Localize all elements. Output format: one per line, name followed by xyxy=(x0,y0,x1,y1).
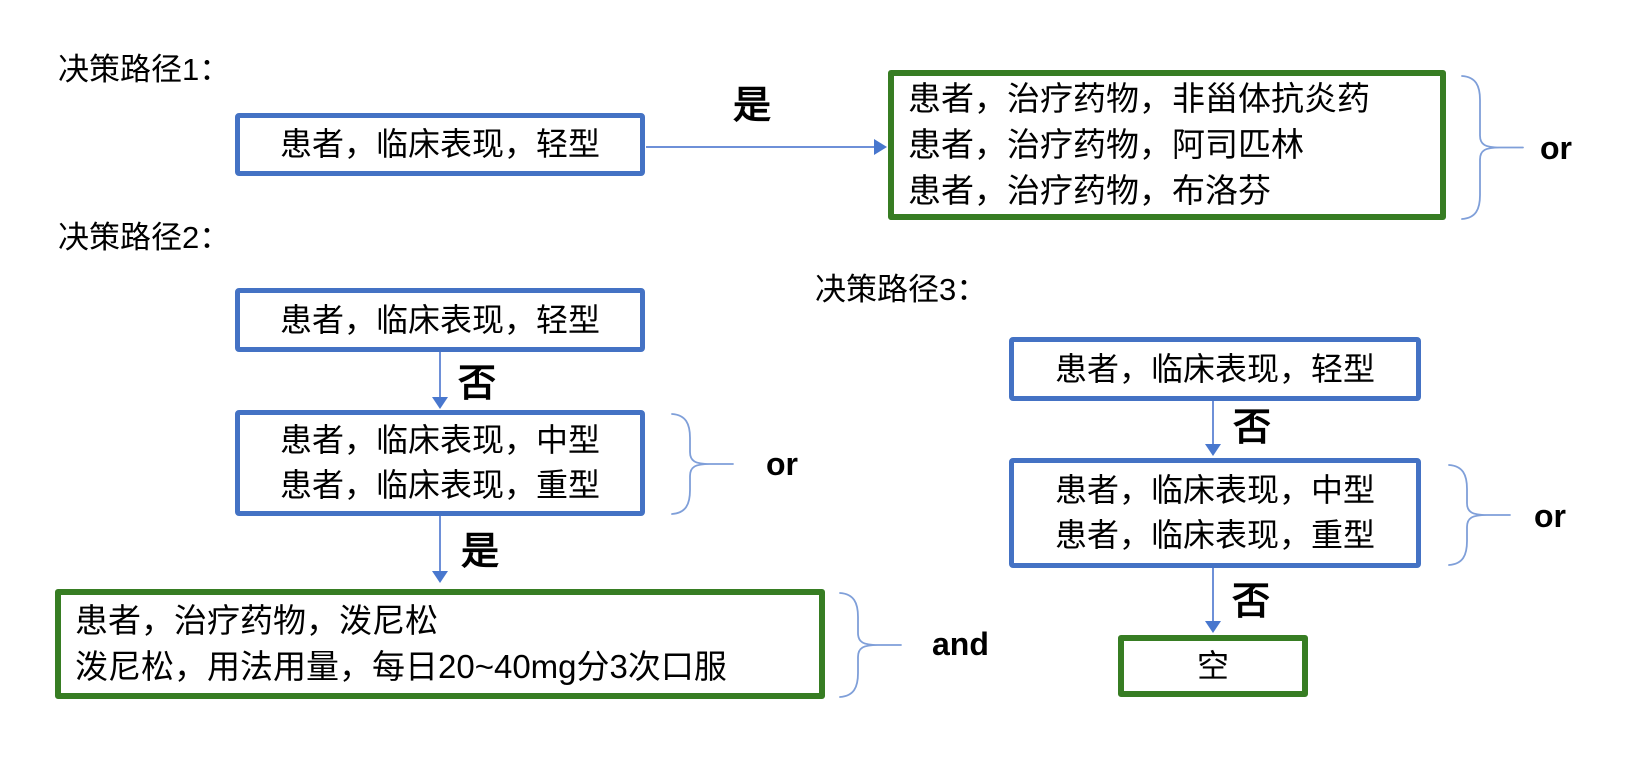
path2-middle-line: 患者，临床表现，重型 xyxy=(279,467,600,503)
path2-arrow1-label: 否 xyxy=(458,363,497,405)
path3-middle-line: 患者，临床表现，重型 xyxy=(1054,517,1375,553)
path3-middle-box: 患者，临床表现，中型 患者，临床表现，重型 xyxy=(1009,458,1421,568)
path2-middle-line: 患者，临床表现，中型 xyxy=(279,422,600,458)
path3-down-arrow-2 xyxy=(1205,568,1221,633)
path2-middle-box: 患者，临床表现，中型 患者，临床表现，重型 xyxy=(235,410,645,516)
path2-condition-text: 患者，临床表现，轻型 xyxy=(279,301,600,338)
path1-result-line: 患者，治疗药物，阿司匹林 xyxy=(908,126,1304,163)
path2-down-arrow-1 xyxy=(432,352,448,409)
path1-or-brace-icon xyxy=(1461,75,1524,220)
path3-down-arrow-1 xyxy=(1205,401,1221,456)
path2-condition-box: 患者，临床表现，轻型 xyxy=(235,288,645,352)
path1-brace-label: or xyxy=(1540,130,1572,166)
path2-result-line: 患者，治疗药物，泼尼松 xyxy=(75,602,438,639)
path2-down-arrow-2 xyxy=(432,516,448,583)
path1-result-line: 患者，治疗药物，布洛芬 xyxy=(908,172,1271,209)
path2-arrow2-label: 是 xyxy=(461,531,500,573)
path1-title: 决策路径1： xyxy=(58,52,231,87)
path3-middle-line: 患者，临床表现，中型 xyxy=(1054,472,1375,508)
path2-or-brace-icon xyxy=(671,413,734,515)
path1-arrow-label: 是 xyxy=(733,85,772,127)
path2-result-line: 泼尼松，用法用量，每日20~40mg分3次口服 xyxy=(75,648,727,685)
path2-title: 决策路径2： xyxy=(58,220,231,255)
path3-condition-box: 患者，临床表现，轻型 xyxy=(1009,337,1421,401)
path3-empty-box: 空 xyxy=(1118,635,1308,697)
path3-or-brace-icon xyxy=(1448,464,1511,566)
path1-result-line: 患者，治疗药物，非甾体抗炎药 xyxy=(908,80,1370,117)
path3-title: 决策路径3： xyxy=(815,272,988,307)
path1-right-arrow xyxy=(646,139,887,155)
path2-result-box: 患者，治疗药物，泼尼松 泼尼松，用法用量，每日20~40mg分3次口服 xyxy=(55,589,825,699)
path3-condition-text: 患者，临床表现，轻型 xyxy=(1054,350,1375,387)
path1-result-box: 患者，治疗药物，非甾体抗炎药 患者，治疗药物，阿司匹林 患者，治疗药物，布洛芬 xyxy=(888,70,1446,220)
path1-condition-box: 患者，临床表现，轻型 xyxy=(235,113,645,176)
path2-middle-brace-label: or xyxy=(766,446,798,482)
path2-result-brace-label: and xyxy=(932,626,989,662)
path3-arrow2-label: 否 xyxy=(1232,581,1271,623)
path1-condition-text: 患者，临床表现，轻型 xyxy=(279,126,600,162)
path3-middle-brace-label: or xyxy=(1534,498,1566,534)
path2-and-brace-icon xyxy=(839,592,902,698)
path3-empty-text: 空 xyxy=(1196,648,1229,684)
path3-arrow1-label: 否 xyxy=(1233,407,1272,449)
